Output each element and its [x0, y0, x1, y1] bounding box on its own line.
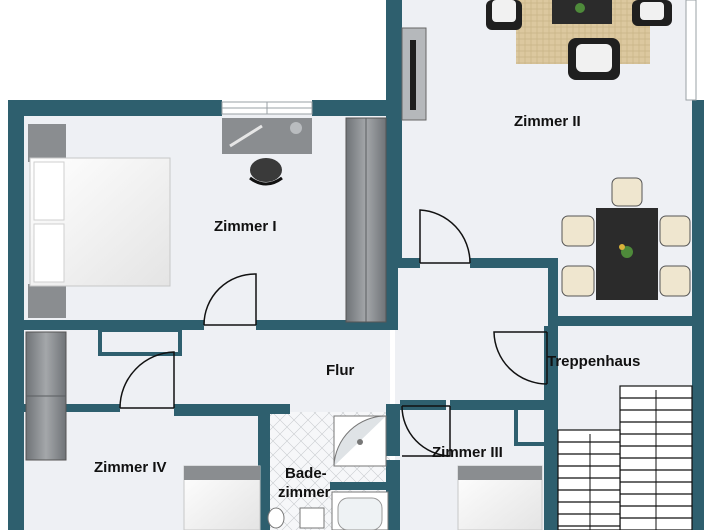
- bed-icon: [457, 465, 543, 530]
- stairs-icon: [557, 385, 693, 530]
- room-label-flur: Flur: [326, 362, 354, 379]
- bed-icon: [183, 465, 261, 530]
- doors: [119, 209, 548, 457]
- windows: [221, 0, 697, 115]
- chair-icon: [561, 215, 595, 247]
- room-label-zimmer-4: Zimmer IV: [94, 459, 167, 476]
- tv-icon: [401, 27, 427, 121]
- chair-icon: [632, 0, 672, 26]
- chair-icon: [611, 177, 643, 207]
- wardrobe-icon: [25, 331, 67, 461]
- toilet-icon: [267, 507, 285, 529]
- door-swing-icon: [119, 351, 175, 409]
- door-swing-icon: [203, 273, 257, 326]
- chair-icon: [568, 38, 620, 80]
- room-label-bad-line2: zimmer: [278, 484, 331, 501]
- chair-icon: [486, 0, 522, 30]
- plant-icon: [619, 244, 633, 258]
- window-icon: [685, 0, 697, 101]
- room-label-zimmer-1: Zimmer I: [214, 218, 277, 235]
- room-label-zimmer-3: Zimmer III: [432, 444, 503, 461]
- bathtub-icon: [331, 491, 389, 530]
- desk-icon: [222, 118, 312, 154]
- room-label-zimmer-2: Zimmer II: [514, 113, 581, 130]
- door-swing-icon: [493, 331, 548, 385]
- room-label-treppenhaus: Treppenhaus: [547, 353, 640, 370]
- chair-icon: [659, 265, 691, 297]
- room-label-bad-line1: Bade-: [285, 465, 327, 482]
- wardrobe-icon: [345, 117, 387, 323]
- chair-icon: [561, 265, 595, 297]
- door-swing-icon: [419, 209, 471, 264]
- plant-icon: [575, 3, 585, 13]
- sink-icon: [299, 507, 325, 529]
- shower-icon: [333, 415, 387, 467]
- chair-icon: [659, 215, 691, 247]
- office-chair-icon: [249, 158, 283, 186]
- dining-table-icon: [596, 208, 658, 300]
- window-icon: [221, 101, 313, 115]
- bed-icon: [28, 124, 171, 318]
